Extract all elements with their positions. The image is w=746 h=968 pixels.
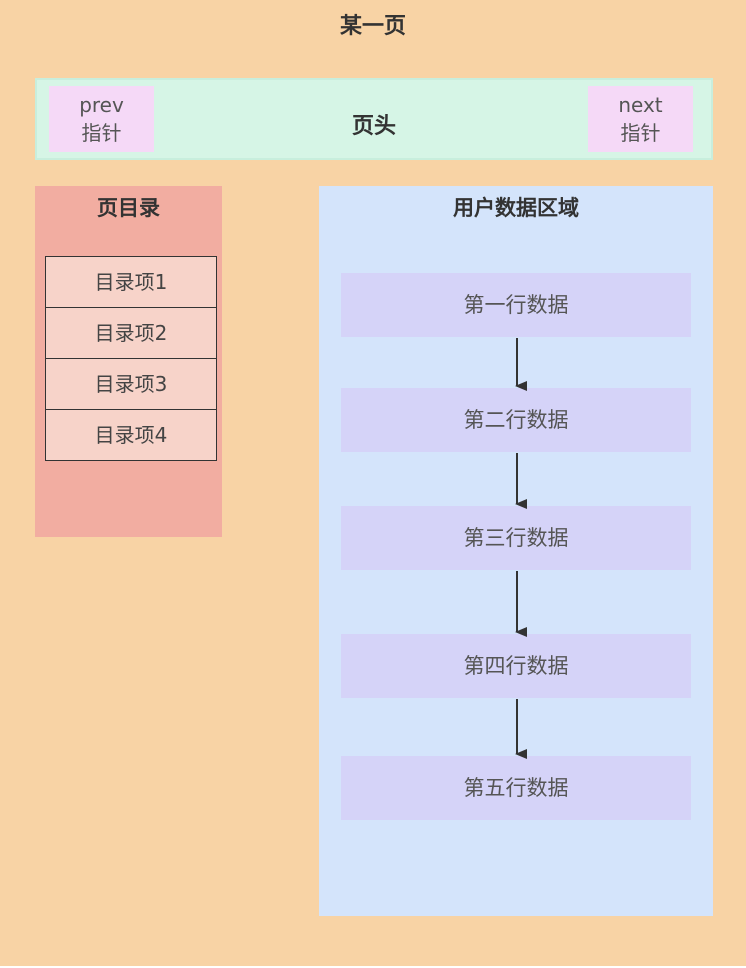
next-pointer: next 指针	[588, 86, 693, 152]
page-directory-title: 页目录	[97, 196, 160, 220]
prev-pointer-line2: 指针	[81, 121, 122, 145]
page-directory: 页目录 目录项1 目录项2 目录项3 目录项4	[35, 186, 222, 537]
data-row-2: 第二行数据	[341, 388, 691, 452]
page-title: 某一页	[339, 14, 406, 39]
data-row-1: 第一行数据	[341, 273, 691, 337]
directory-item-1: 目录项1	[45, 256, 217, 308]
data-row-3: 第三行数据	[341, 506, 691, 570]
prev-pointer-line1: prev	[79, 93, 124, 117]
user-data-area-title: 用户数据区域	[453, 196, 579, 220]
page-header: prev 指针 页头 next 指针	[35, 78, 713, 160]
directory-item-2: 目录项2	[45, 307, 217, 359]
header-title: 页头	[351, 114, 396, 139]
directory-list: 目录项1 目录项2 目录项3 目录项4	[45, 256, 217, 461]
directory-item-4: 目录项4	[45, 409, 217, 461]
data-row-4: 第四行数据	[341, 634, 691, 698]
next-pointer-line1: next	[618, 93, 663, 117]
directory-item-3: 目录项3	[45, 358, 217, 410]
data-row-5: 第五行数据	[341, 756, 691, 820]
next-pointer-line2: 指针	[620, 121, 661, 145]
user-data-area: 用户数据区域 第一行数据 第二行数据 第三行数据 第四行数据 第五行数据	[319, 186, 713, 916]
prev-pointer: prev 指针	[49, 86, 154, 152]
